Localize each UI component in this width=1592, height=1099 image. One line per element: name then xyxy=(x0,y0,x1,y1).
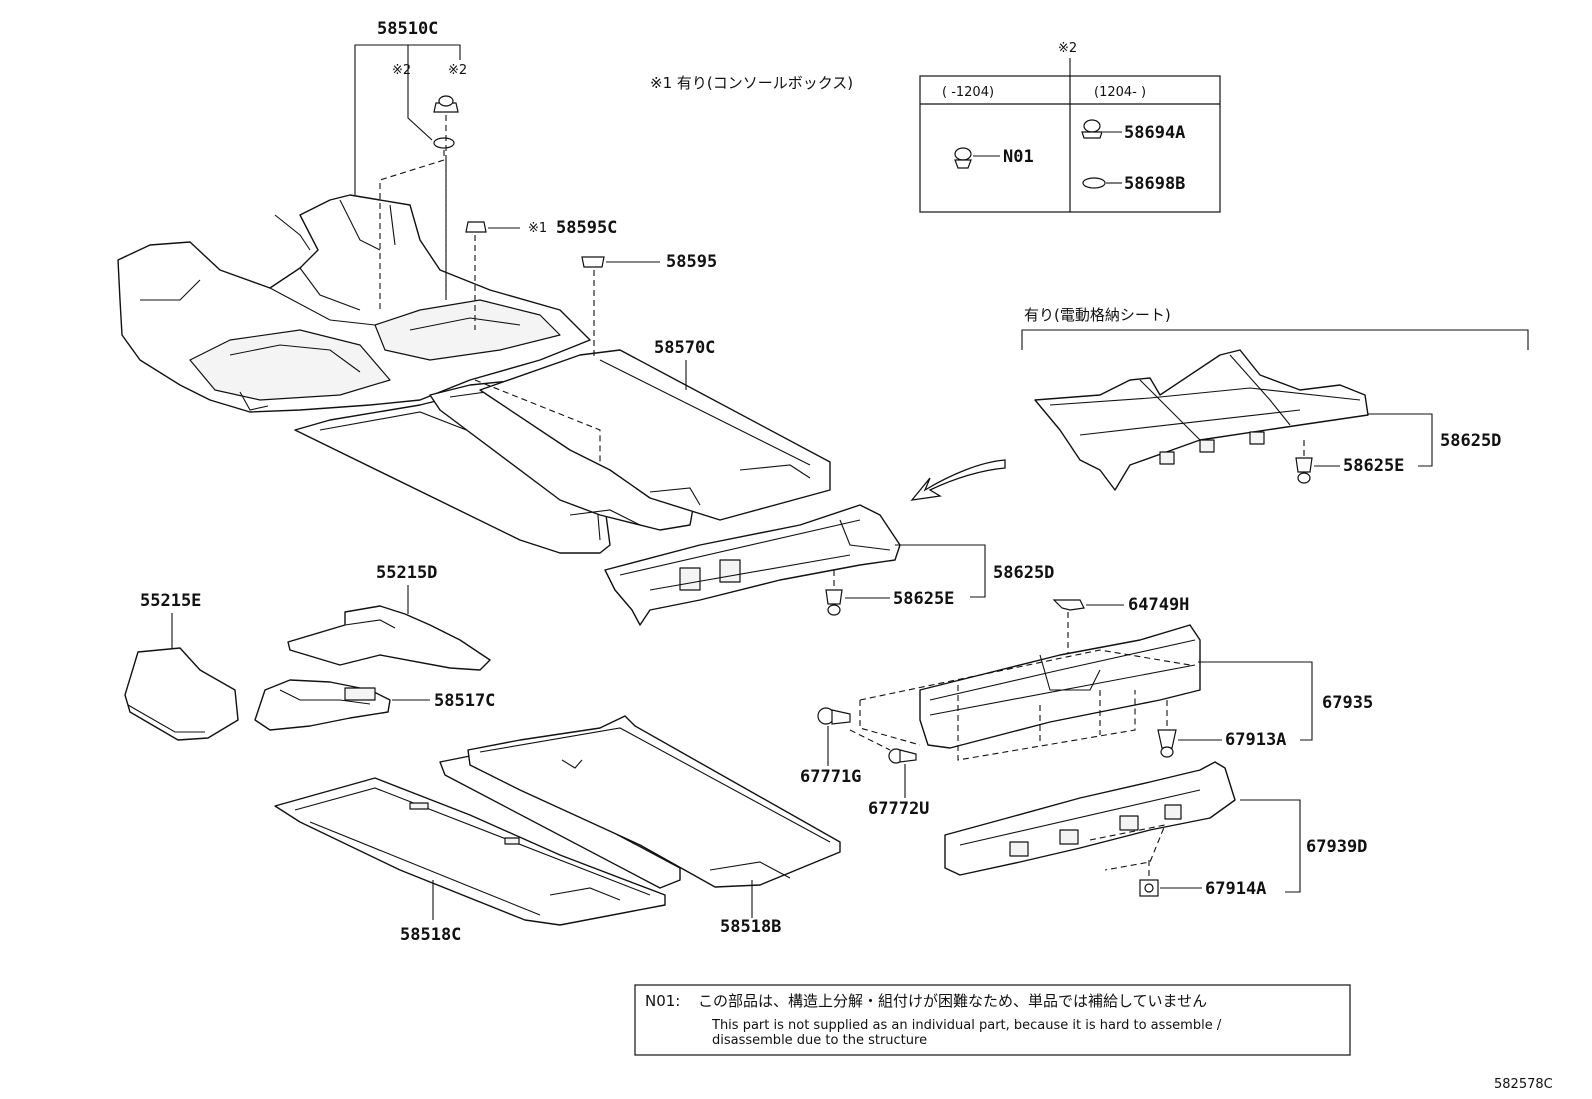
part-label-64749H: 64749H xyxy=(1128,595,1189,615)
clip-icon xyxy=(954,147,972,169)
clip-variant-table: ※2 ( -1204) (1204- ) N01 58694A 58698B xyxy=(919,41,1221,213)
washer-icon xyxy=(1082,177,1106,189)
footnote-english-line2: disassemble due to the structure xyxy=(712,1033,927,1048)
floor-pad-55215E xyxy=(124,647,239,741)
part-label-67772U: 67772U xyxy=(868,799,929,819)
footnote-japanese: この部品は、構造上分解・組付けが困難なため、単品では補給していません xyxy=(698,992,1207,1010)
clip-icon xyxy=(825,589,843,616)
part-label-67914A: 67914A xyxy=(1205,879,1266,899)
clip-icon xyxy=(817,707,851,725)
part-label-67771G: 67771G xyxy=(800,767,861,787)
ref-mark-1: ※1 xyxy=(528,221,547,236)
part-label-58625D: 58625D xyxy=(993,563,1054,583)
footnote-english-line1: This part is not supplied as an individu… xyxy=(711,1018,1222,1033)
part-label-58625E: 58625E xyxy=(893,589,954,609)
washer-icon xyxy=(433,137,455,149)
clip-icon xyxy=(1295,457,1313,484)
table-col2-header: (1204- ) xyxy=(1094,85,1146,100)
rear-floor-mat-58518C xyxy=(274,777,666,926)
part-label-58595C: 58595C xyxy=(556,218,617,238)
note-power-seat: 有り(電動格納シート) xyxy=(1024,306,1171,324)
deck-trim-67935 xyxy=(919,624,1201,749)
part-label-58518B: 58518B xyxy=(720,917,781,937)
front-floor-carpet xyxy=(117,194,591,413)
clip-icon xyxy=(465,221,487,233)
part-label-58698B: 58698B xyxy=(1124,174,1185,194)
clip-icon xyxy=(1052,599,1085,611)
part-label-58625D: 58625D xyxy=(1440,431,1501,451)
part-label-55215E: 55215E xyxy=(140,591,201,611)
part-label-58595: 58595 xyxy=(666,252,717,272)
part-label-67939D: 67939D xyxy=(1306,837,1367,857)
part-label-58518C: 58518C xyxy=(400,925,461,945)
ref-mark-2: ※2 xyxy=(1058,41,1077,56)
part-label-58625E: 58625E xyxy=(1343,456,1404,476)
part-label-58517C: 58517C xyxy=(434,691,495,711)
part-label-58510C: 58510C xyxy=(377,19,438,39)
clip-icon xyxy=(581,256,605,268)
note-console-box: ※1 有り(コンソールボックス) xyxy=(650,74,853,92)
clip-icon xyxy=(888,748,917,764)
clip-icon xyxy=(1139,879,1159,897)
ref-mark-2: ※2 xyxy=(448,63,467,78)
diagram-id: 582578C xyxy=(1494,1077,1553,1092)
part-label-67935: 67935 xyxy=(1322,693,1373,713)
ref-mark-2: ※2 xyxy=(392,63,411,78)
deck-trim-67939D xyxy=(944,761,1236,876)
rear-floor-mat-58518B xyxy=(439,715,841,889)
clip-icon xyxy=(1081,119,1103,139)
rear-floor-carpet-58570C xyxy=(294,349,831,554)
arrow-icon xyxy=(910,459,1006,501)
part-label-67913A: 67913A xyxy=(1225,730,1286,750)
footnote-code: N01: xyxy=(645,992,680,1010)
part-label-N01: N01 xyxy=(1003,147,1034,167)
footnote-box: N01: この部品は、構造上分解・組付けが困難なため、単品では補給していません … xyxy=(634,984,1351,1056)
floor-pad-58517C xyxy=(254,679,391,731)
clip-icon xyxy=(1157,729,1177,758)
rear-floor-support-58625D xyxy=(604,504,901,626)
rear-floor-support-58625D-power-seat xyxy=(1034,349,1369,491)
clip-icon xyxy=(433,95,459,113)
part-label-55215D: 55215D xyxy=(376,563,437,583)
part-label-58570C: 58570C xyxy=(654,338,715,358)
table-col1-header: ( -1204) xyxy=(942,85,994,100)
part-label-58694A: 58694A xyxy=(1124,123,1185,143)
floor-pad-55215D xyxy=(287,605,491,671)
